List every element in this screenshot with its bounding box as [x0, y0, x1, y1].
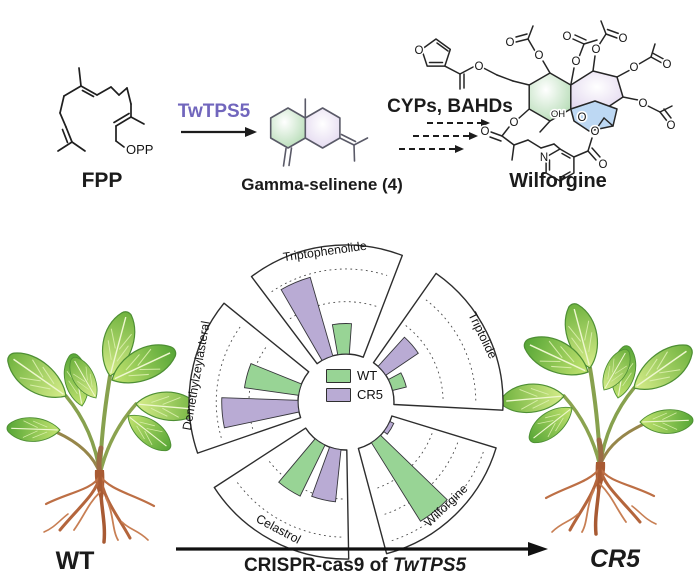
- hydroxyl-label: OH: [551, 109, 565, 120]
- wt-plant-label: WT: [55, 547, 95, 575]
- oxygen: O: [591, 126, 600, 138]
- cr5-bar: [383, 420, 395, 435]
- wt-plant-illustration: [0, 308, 200, 542]
- oxygen: O: [592, 44, 601, 56]
- furan-oxygen: O: [415, 45, 424, 57]
- gridline-arc: [267, 458, 343, 500]
- arrowhead-icon: [469, 132, 478, 140]
- crispr-caption-gene: TwTPS5: [392, 555, 467, 576]
- opp-atom-label: OPP: [126, 142, 153, 157]
- oxygen: O: [663, 59, 672, 71]
- gridline-arc: [215, 325, 242, 438]
- oxygen: O: [572, 56, 581, 68]
- oxygen: O: [510, 117, 519, 129]
- wt-bar: [387, 372, 407, 391]
- cr5-bar: [221, 397, 300, 429]
- wt-bar: [278, 438, 326, 497]
- metabolite-polar-chart: TriptophenolideTriptolideWilforgineCelas…: [180, 239, 504, 560]
- arrowhead-icon: [528, 542, 548, 556]
- multi-step-arrows: [399, 119, 490, 153]
- cr5-bar: [280, 276, 334, 362]
- gridline-arc: [382, 442, 459, 516]
- oxygen: O: [481, 126, 490, 138]
- gridline-arc: [425, 299, 477, 403]
- oxygen: O: [599, 159, 608, 171]
- gridline-arc: [405, 325, 444, 403]
- gridline-arc: [390, 451, 484, 542]
- oxygen: O: [563, 31, 572, 43]
- wt-bar: [331, 323, 352, 356]
- wilforgine-structure: O O O O O O O O O O O O O O O O O OH N: [413, 20, 677, 182]
- arrowhead-icon: [481, 119, 490, 127]
- enzyme-label: TwTPS5: [177, 101, 251, 122]
- wt-legend-label: WT: [357, 368, 378, 383]
- pyran-oxygen: O: [578, 112, 587, 124]
- wt-swatch-icon: [326, 368, 351, 383]
- crispr-caption: CRISPR-cas9 of TwTPS5: [190, 556, 520, 576]
- oxygen: O: [506, 37, 515, 49]
- cr5-swatch-icon: [326, 387, 351, 402]
- pyridine-nitrogen: N: [540, 152, 548, 164]
- cr5-legend-label: CR5: [357, 387, 384, 402]
- oxygen: O: [619, 33, 628, 45]
- crispr-arrow: [176, 542, 548, 556]
- arrowhead-icon: [245, 127, 257, 137]
- cr5-bar: [311, 446, 342, 503]
- wt-bar: [370, 434, 448, 522]
- oxygen: O: [667, 120, 676, 132]
- cr5-bar: [377, 336, 419, 376]
- cr5-plant-illustration: [500, 300, 700, 534]
- chart-legend: WT CR5: [326, 368, 383, 402]
- ester-oxygen: O: [475, 61, 484, 73]
- oxygen: O: [639, 98, 648, 110]
- cr5-plant-label: CR5: [589, 545, 640, 573]
- crispr-caption-prefix: CRISPR-cas9 of: [243, 555, 393, 576]
- gridline-arc: [248, 344, 268, 429]
- fpp-label: FPP: [81, 169, 123, 192]
- legend-row-wt: WT: [326, 368, 383, 383]
- wilforgine-label: Wilforgine: [509, 170, 607, 192]
- legend-row-cr5: CR5: [326, 387, 383, 402]
- gridline-arc: [374, 433, 433, 490]
- reaction-arrow: [181, 127, 257, 137]
- wt-bar: [243, 363, 303, 396]
- cyps-bahds-label: CYPs, BAHDs: [387, 96, 513, 117]
- arrowhead-icon: [455, 145, 464, 153]
- fpp-structure: OPP: [57, 67, 155, 159]
- oxygen: O: [535, 50, 544, 62]
- oxygen: O: [630, 62, 639, 74]
- gamma-selinene-structure: [269, 98, 369, 167]
- gamma-selinene-label: Gamma-selinene (4): [241, 175, 403, 194]
